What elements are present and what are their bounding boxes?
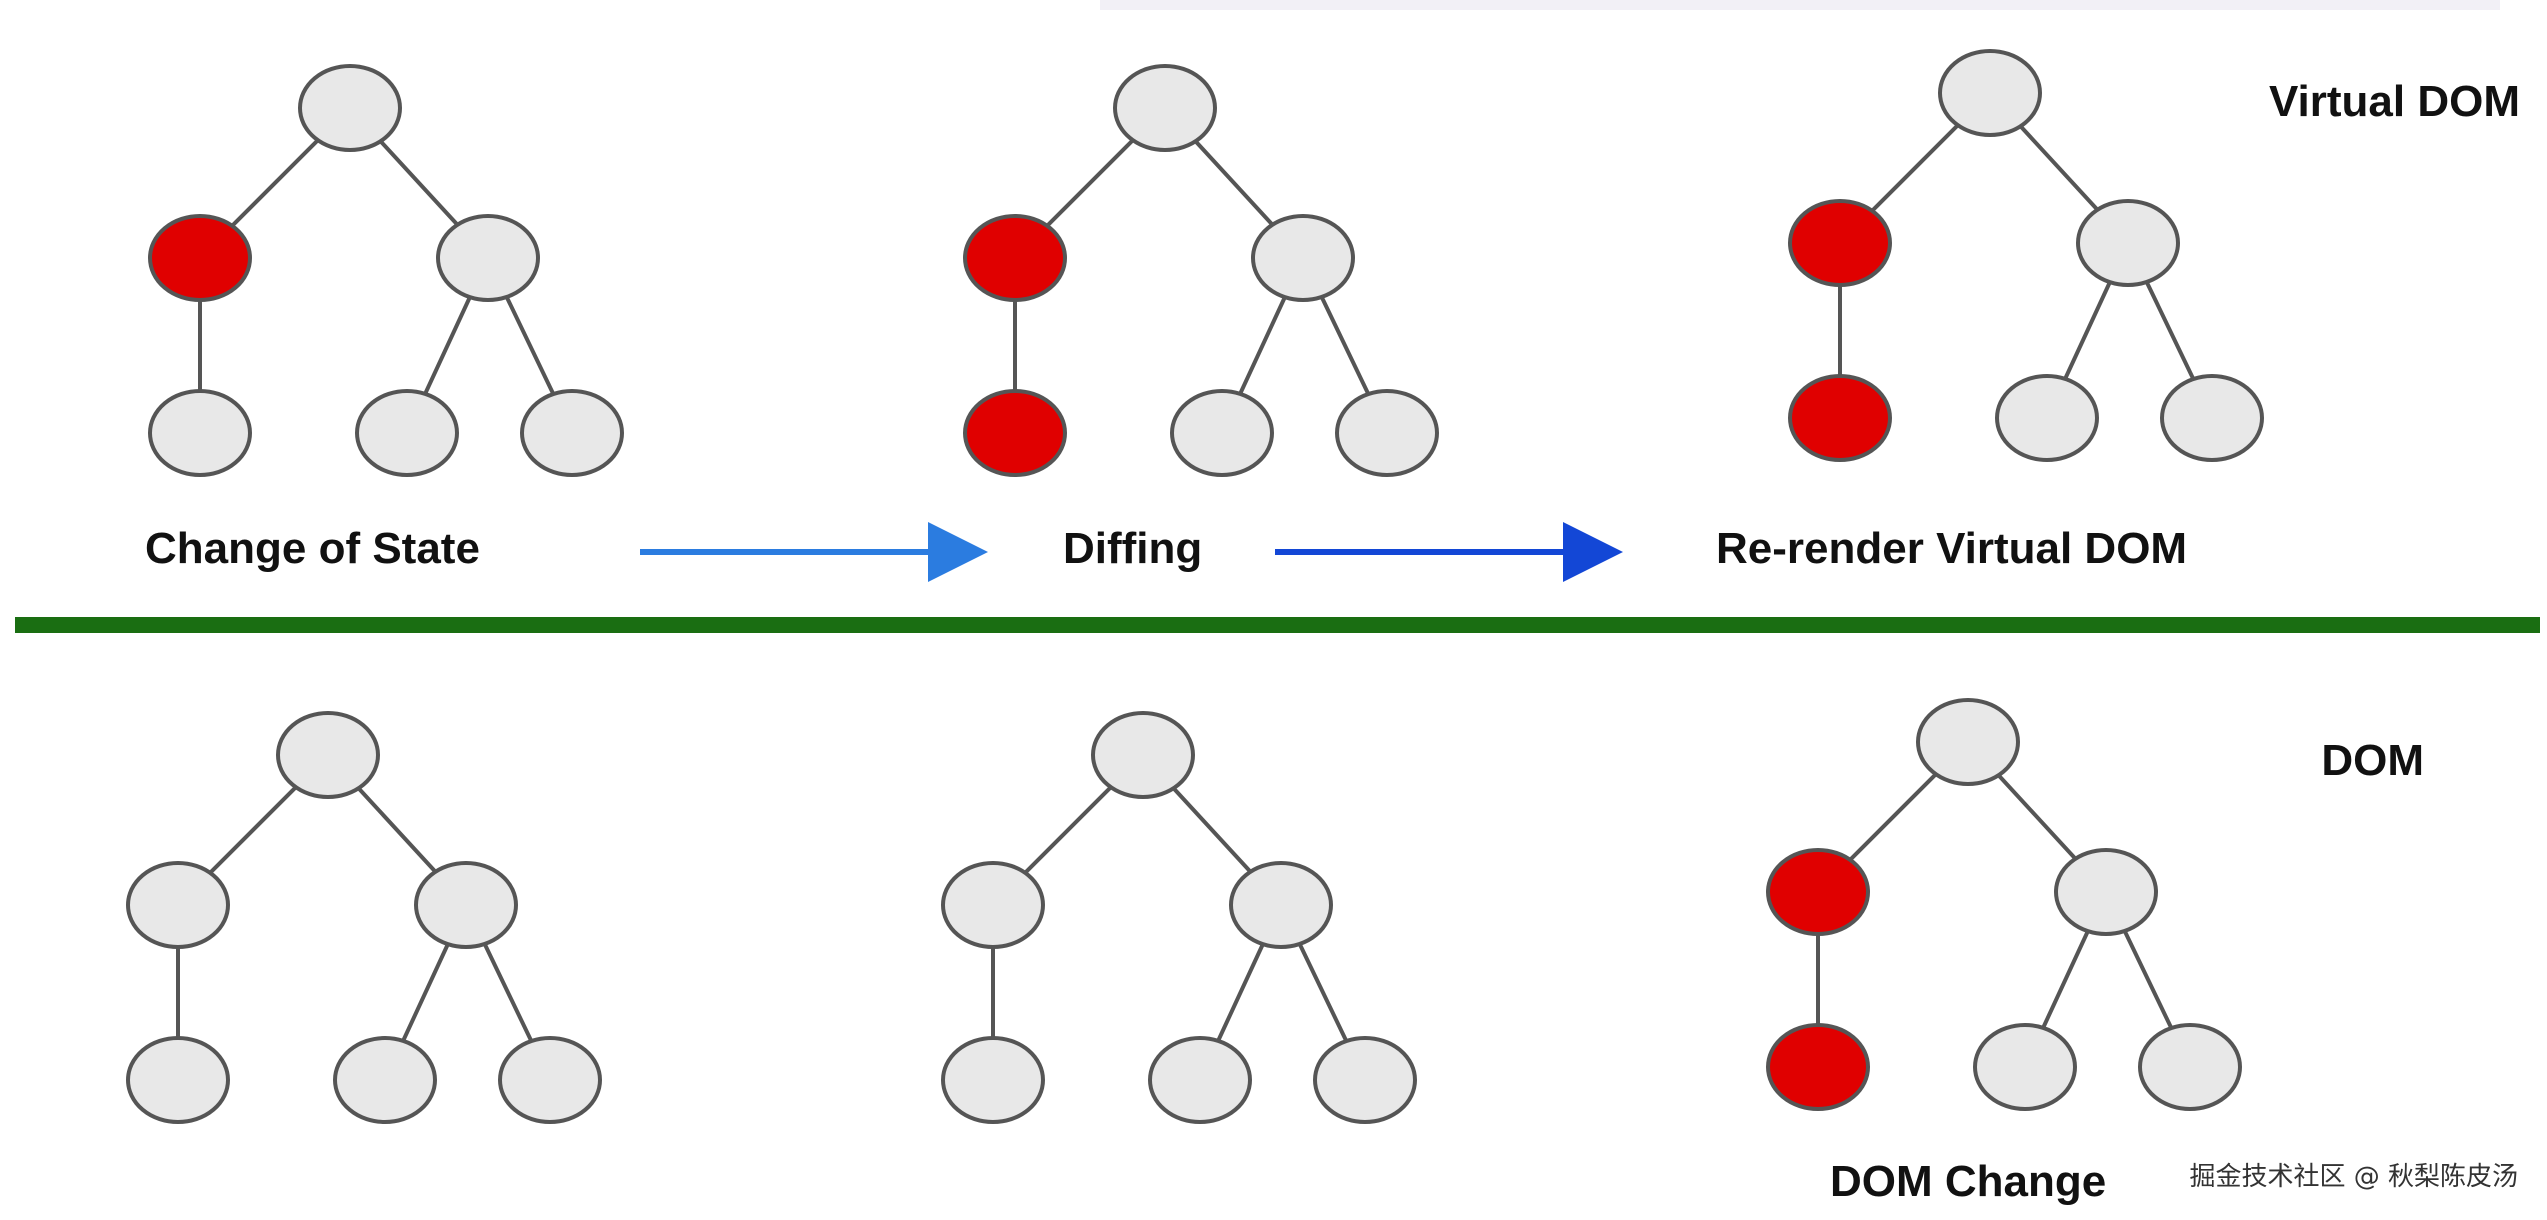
tree-node-right-left [355,389,459,477]
tree-edge [1238,296,1287,395]
tree-node-right [1229,861,1333,949]
tree-edge [1194,139,1274,227]
tree-edge [482,943,534,1042]
tree-4 [126,711,602,1124]
tree-node-right-left [1995,374,2099,462]
tree-node-left-child [941,1036,1045,1124]
tree-node-root [1916,698,2020,786]
tree-edge [2019,124,2099,212]
tree-edge [423,296,472,395]
tree-node-root [298,64,402,152]
tree-node-left-changed [148,214,252,302]
tree-node-right [436,214,540,302]
tree-node-right-right [1335,389,1439,477]
tree-node-right-left [1973,1023,2077,1111]
tree-node-right [414,861,518,949]
tree-edge [1023,785,1113,875]
tree-node-left-child [126,1036,230,1124]
tree-node-left-child-changed [963,389,1067,477]
tree-edge [1297,943,1349,1042]
tree-node-right-right [520,389,624,477]
tree-edge [208,785,298,875]
tree-edge [504,296,556,395]
tree-node-root [1938,49,2042,137]
tree-edge [1045,138,1135,228]
tree-node-right-left [333,1036,437,1124]
tree-node-left [941,861,1045,949]
tree-edge [379,139,459,227]
tree-edge [1997,773,2077,861]
tree-node-right-left [1148,1036,1252,1124]
tree-node-right-right [2138,1023,2242,1111]
tree-edge [1216,943,1265,1042]
tree-node-left-changed [1766,848,1870,936]
tree-node-right [1251,214,1355,302]
tree-edge [2122,930,2174,1029]
tree-edge [1848,772,1938,862]
tree-node-left-changed [1788,199,1892,287]
tree-edge [2063,281,2112,380]
tree-edge [2144,281,2196,380]
tree-node-left-changed [963,214,1067,302]
tree-node-left [126,861,230,949]
tree-node-right-left [1170,389,1274,477]
dom-title: DOM [2321,736,2424,785]
tree-edge [230,138,320,228]
tree-node-left-child-changed [1766,1023,1870,1111]
tree-edge [1319,296,1371,395]
virtual-dom-title: Virtual DOM [2269,77,2520,126]
tree-node-left-child-changed [1788,374,1892,462]
tree-edge [1870,123,1960,213]
tree-node-right-right [2160,374,2264,462]
tree-2 [963,64,1439,477]
tree-node-root [276,711,380,799]
tree-1 [148,64,624,477]
tree-edge [1172,786,1252,874]
tree-node-right [2076,199,2180,287]
tree-node-root [1113,64,1217,152]
step-label-diffing: Diffing [1063,524,1202,573]
tree-node-right-right [1313,1036,1417,1124]
tree-3 [1788,49,2264,462]
tree-node-left-child [148,389,252,477]
top-fade-strip [1100,0,2500,10]
tree-edge [2041,930,2090,1029]
trees-layer [126,49,2264,1124]
tree-node-right-right [498,1036,602,1124]
tree-edge [357,786,437,874]
step-label-dom-change: DOM Change [1830,1157,2106,1206]
tree-node-root [1091,711,1195,799]
tree-5 [941,711,1417,1124]
step-label-change-of-state: Change of State [145,524,480,573]
section-divider [15,617,2540,633]
tree-node-right [2054,848,2158,936]
tree-edge [401,943,450,1042]
tree-6 [1766,698,2242,1111]
watermark-text: 掘金技术社区 @ 秋梨陈皮汤 [2189,1162,2518,1192]
step-label-re-render-virtual-dom: Re-render Virtual DOM [1716,524,2187,573]
